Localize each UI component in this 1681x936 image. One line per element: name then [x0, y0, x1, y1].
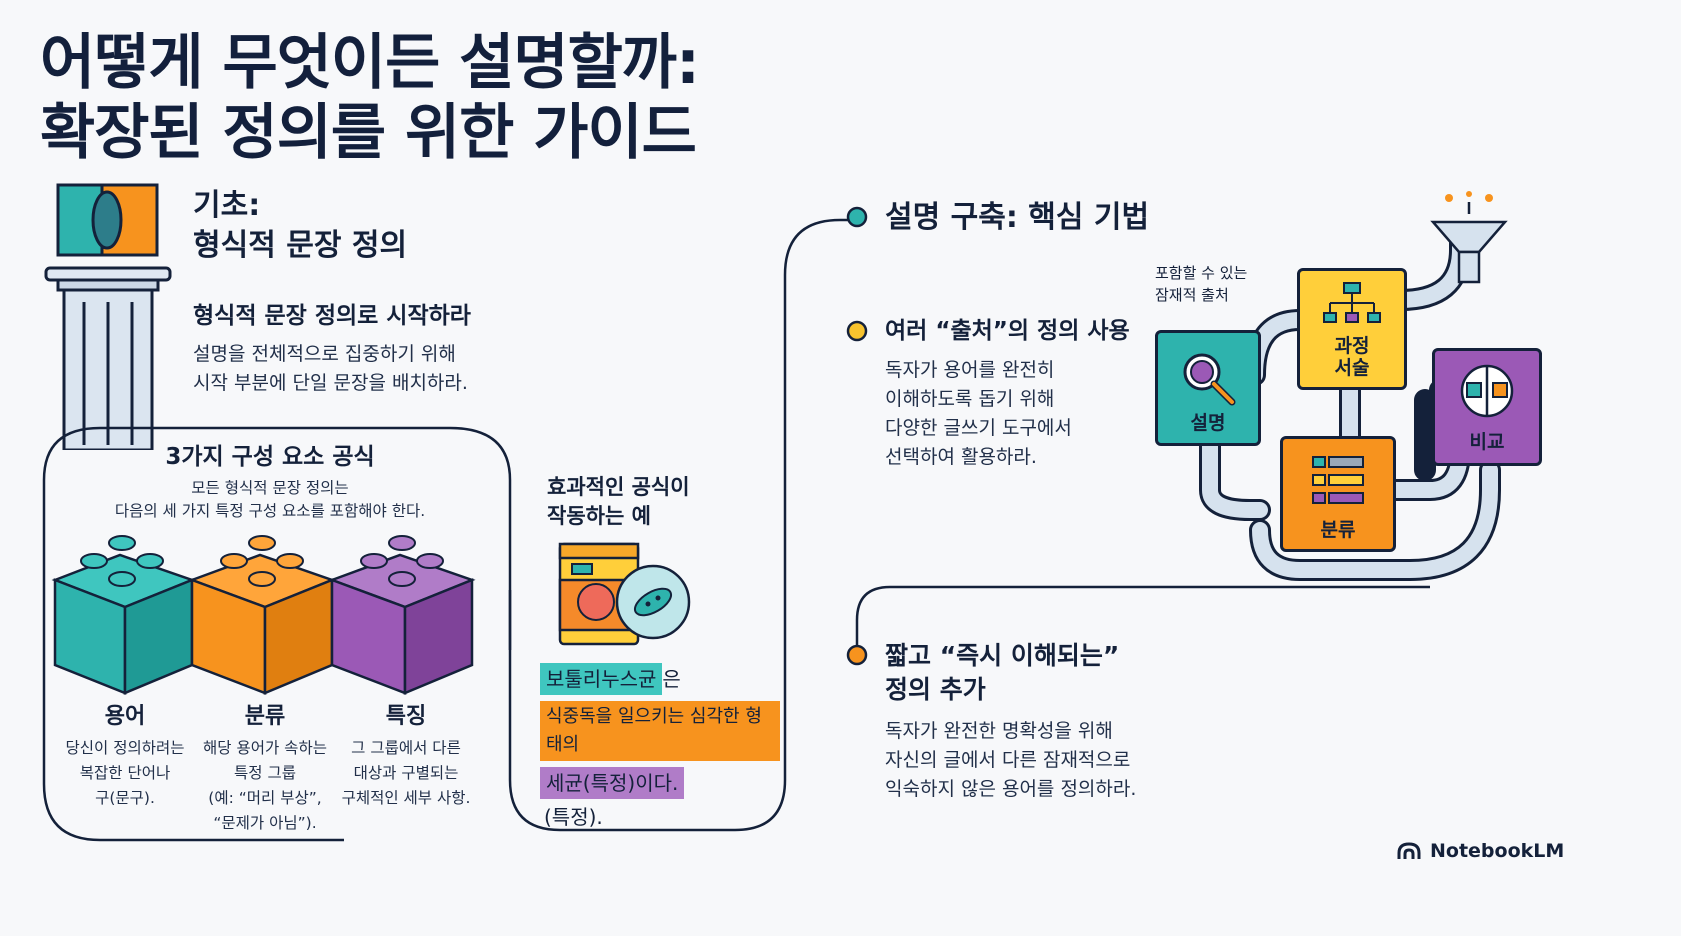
component-feature-line-3: 구체적인 세부 사항. [341, 789, 471, 807]
notebooklm-logo-icon [1397, 842, 1421, 859]
component-feature-label: 특징 [385, 704, 427, 729]
component-term-line-2: 복잡한 단어나 [79, 764, 171, 782]
foundation-body-1: 설명을 전체적으로 집중하기 위해 [193, 343, 456, 365]
food-can-bacteria-icon [558, 542, 691, 646]
foundation-body-2: 시작 부분에 단일 문장을 배치하라. [193, 372, 468, 394]
page-title-line2: 확장된 정의를 위한 가이드 [40, 98, 697, 168]
source-process-label-2: 서술 [1334, 357, 1370, 379]
diagram-caption-2: 잠재적 출처 [1155, 286, 1229, 304]
connector-lines [508, 218, 850, 832]
source-compare-label: 비교 [1469, 431, 1505, 453]
component-class-line-2: 특정 그룹 [234, 764, 296, 782]
component-term-line-1: 당신이 정의하려는 [65, 739, 185, 757]
technique-1-line-2: 이해하도록 돕기 위해 [885, 388, 1055, 410]
example-term: 보툴리누스균 [540, 663, 663, 695]
technique-2-line-2: 자신의 글에서 다른 잠재적으로 [885, 749, 1131, 771]
technique-2-heading-2: 정의 추가 [885, 675, 986, 704]
list-icon [1312, 456, 1364, 504]
component-feature-line-1: 그 그룹에서 다른 [351, 739, 461, 757]
funnel-icon [1430, 191, 1508, 284]
technique-1-line-4: 선택하여 활용하라. [885, 446, 1037, 468]
example-heading-1: 효과적인 공식이 [547, 475, 690, 499]
example-term-suffix: 은 [662, 667, 681, 691]
technique-2-heading-1: 짧고 “즉시 이해되는” [885, 641, 1120, 670]
source-explain-box: 설명 [1155, 330, 1261, 446]
source-process-label: 과정 서술 [1300, 335, 1404, 379]
source-compare-box: 비교 [1432, 348, 1542, 466]
technique-2-line-3: 익숙하지 않은 용어를 정의하라. [885, 778, 1137, 800]
technique-1-line-1: 독자가 용어를 완전히 [885, 359, 1055, 381]
source-process-box: 과정 서술 [1297, 268, 1407, 390]
venn-icon [56, 183, 159, 257]
component-feature-line-2: 대상과 구별되는 [353, 764, 459, 782]
example-feature: 세균(특정)이다. [540, 767, 685, 799]
page-title-line1: 어떻게 무엇이든 설명할까: [40, 28, 700, 98]
brand: NotebookLM [1396, 840, 1564, 862]
diagram-caption: 포함할 수 있는 잠재적 출처 [1155, 262, 1247, 306]
source-classify-label: 분류 [1320, 519, 1356, 541]
brand-name: NotebookLM [1430, 840, 1565, 862]
example-class: 식중독을 일으키는 심각한 형태의 [540, 701, 780, 761]
component-class: 분류 해당 용어가 속하는 특정 그룹 (예: “머리 부상”, “문제가 아님… [194, 698, 336, 836]
formula-heading: 3가지 구성 요소 공식 [165, 444, 375, 470]
foundation-heading-2: 형식적 문장 정의 [193, 228, 408, 263]
technique-2-line-1: 독자가 완전한 명확성을 위해 [885, 720, 1113, 742]
lego-brick-icon [51, 535, 476, 695]
pillar-icon [44, 183, 172, 450]
foundation-subheading: 형식적 문장 정의로 시작하라 [193, 303, 471, 329]
component-class-line-1: 해당 용어가 속하는 [203, 739, 327, 757]
org-chart-icon [1323, 282, 1381, 323]
component-class-line-4: “문제가 아님”). [213, 814, 317, 832]
techniques-heading: 설명 구축: 핵심 기법 [885, 200, 1150, 235]
technique-1-heading: 여러 “출처”의 정의 사용 [885, 318, 1130, 344]
source-process-label-1: 과정 [1334, 335, 1370, 357]
source-classify-box: 분류 [1280, 436, 1396, 552]
component-feature: 특징 그 그룹에서 다른 대상과 구별되는 구체적인 세부 사항. [333, 698, 479, 811]
formula-desc-2: 다음의 세 가지 특정 구성 요소를 포함해야 한다. [114, 502, 426, 520]
component-term-line-3: 구(문구). [95, 789, 155, 807]
source-explain-label: 설명 [1190, 412, 1226, 434]
component-class-line-3: (예: “머리 부상”, [208, 789, 322, 807]
formula-desc-1: 모든 형식적 문장 정의는 [191, 479, 349, 497]
component-term-label: 용어 [104, 704, 146, 729]
example-heading-2: 작동하는 예 [547, 504, 651, 528]
magnifier-icon [1183, 353, 1236, 406]
foundation-heading-1: 기초: [193, 188, 261, 223]
formula-card [42, 426, 512, 842]
example-note: (특정). [544, 805, 603, 829]
technique-1-line-3: 다양한 글쓰기 도구에서 [885, 417, 1072, 439]
compare-icon [1460, 364, 1514, 418]
technique-timeline [846, 206, 1430, 666]
component-term: 용어 당신이 정의하려는 복잡한 단어나 구(문구). [55, 698, 195, 811]
component-class-label: 분류 [244, 704, 286, 729]
diagram-caption-1: 포함할 수 있는 [1155, 264, 1248, 282]
